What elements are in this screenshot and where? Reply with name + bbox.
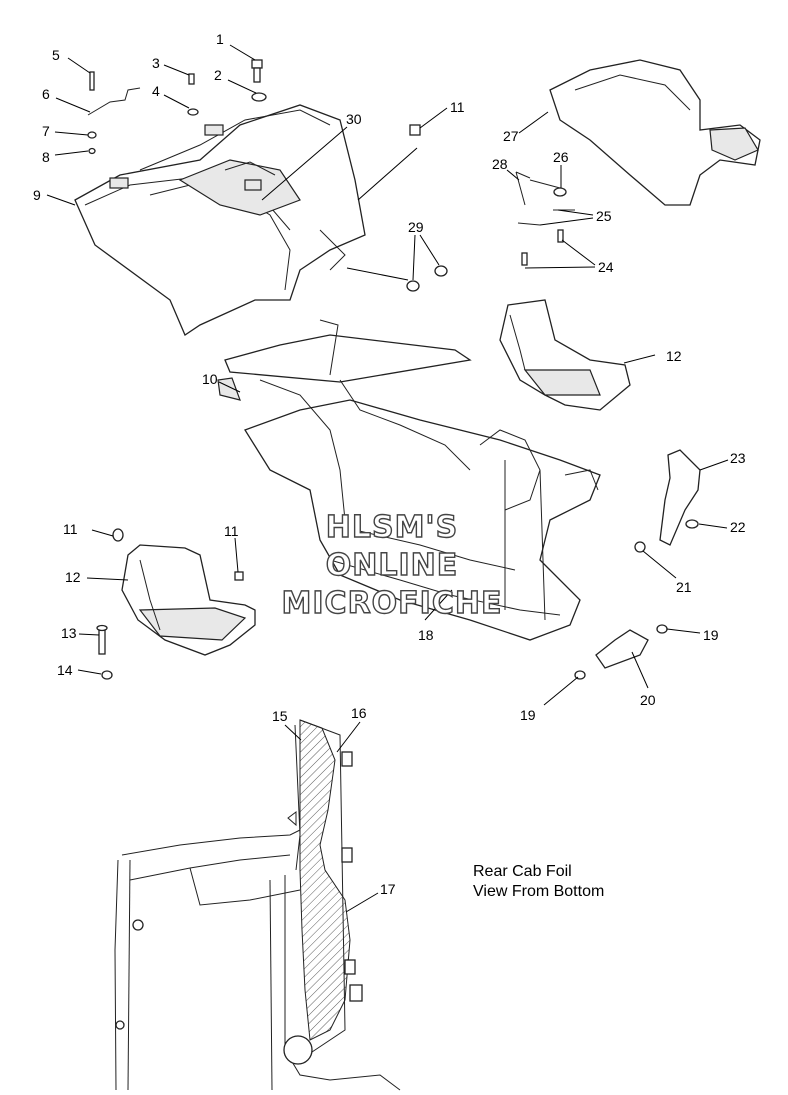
frame: [217, 319, 601, 641]
callout-8: 8: [42, 149, 50, 165]
note-line1: Rear Cab Foil: [473, 863, 572, 880]
rear-cab-foil: [114, 719, 401, 1091]
callout-10: 10: [202, 371, 218, 387]
hardware: [87, 59, 575, 292]
watermark: HLSM'S ONLINE MICROFICHE: [281, 509, 503, 621]
callout-12a: 12: [666, 348, 682, 364]
watermark-line1: HLSM'S: [326, 510, 458, 545]
callout-4: 4: [152, 83, 160, 99]
callout-1: 1: [216, 31, 224, 47]
callout-16: 16: [351, 705, 367, 721]
callout-29: 29: [408, 219, 424, 235]
leader-lines: [46, 44, 729, 913]
callout-11a: 11: [450, 99, 465, 115]
callout-23: 23: [730, 450, 746, 466]
callout-20: 20: [640, 692, 656, 708]
callout-25: 25: [596, 208, 612, 224]
callout-18: 18: [418, 627, 434, 643]
callout-19b: 19: [520, 707, 536, 723]
callout-27: 27: [503, 128, 519, 144]
callout-7: 7: [42, 123, 50, 139]
callout-28: 28: [492, 156, 508, 172]
right-parts: [574, 449, 701, 680]
callout-30: 30: [346, 111, 362, 127]
callout-15: 15: [272, 708, 288, 724]
callout-26: 26: [553, 149, 569, 165]
callout-6: 6: [42, 86, 50, 102]
footwell-left: [96, 528, 256, 680]
rear-cab: [74, 104, 366, 336]
watermark-line2: ONLINE: [326, 548, 459, 583]
callout-11c: 11: [224, 523, 239, 539]
callout-19a: 19: [703, 627, 719, 643]
callout-13: 13: [61, 625, 77, 641]
callout-22: 22: [730, 519, 746, 535]
callout-5: 5: [52, 47, 60, 63]
note-line2: View From Bottom: [473, 883, 604, 900]
callout-24: 24: [598, 259, 614, 275]
callout-3: 3: [152, 55, 160, 71]
callout-21: 21: [676, 579, 692, 595]
callout-11b: 11: [63, 521, 78, 537]
callout-labels: 1 2 3 4 5 6 7 8 9 10 11 11 11 12 12 13 1…: [33, 31, 746, 897]
callout-2: 2: [214, 67, 222, 83]
callout-14: 14: [57, 662, 73, 678]
footwell-right: [499, 299, 631, 411]
seat: [549, 59, 761, 206]
callout-12b: 12: [65, 569, 81, 585]
callout-9: 9: [33, 187, 41, 203]
callout-17: 17: [380, 881, 396, 897]
foil-note: Rear Cab Foil View From Bottom: [473, 863, 604, 900]
watermark-line3: MICROFICHE: [282, 586, 503, 621]
